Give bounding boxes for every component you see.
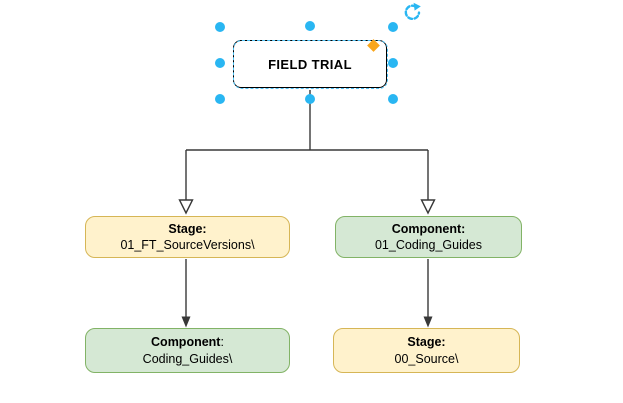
- node-subtitle: 01_Coding_Guides: [374, 238, 483, 252]
- resize-handle-top-right[interactable]: [388, 22, 398, 32]
- node-subtitle: 01_FT_SourceVersions\: [120, 238, 255, 252]
- resize-handle-bottom-left[interactable]: [215, 94, 225, 104]
- node-title: Stage:: [168, 221, 207, 236]
- node-component-01-coding-guides[interactable]: Component: 01_Coding_Guides: [335, 216, 522, 258]
- resize-handle-middle-left[interactable]: [215, 58, 225, 68]
- resize-handle-middle-right[interactable]: [388, 58, 398, 68]
- node-title: Component: [151, 335, 221, 349]
- node-field-trial-label: FIELD TRIAL: [268, 56, 352, 72]
- node-stage-01-ft-sourceversions[interactable]: Stage: 01_FT_SourceVersions\: [85, 216, 290, 258]
- open-arrowhead-left: [178, 199, 194, 215]
- filled-arrowhead-left: [181, 316, 191, 328]
- edge-component01-to-stage00[interactable]: [423, 259, 433, 328]
- node-field-trial[interactable]: FIELD TRIAL: [232, 39, 388, 89]
- open-arrowhead-right: [420, 199, 436, 215]
- node-title: Stage:: [407, 335, 446, 349]
- resize-handle-top-middle[interactable]: [305, 21, 315, 31]
- filled-arrowhead-right: [423, 316, 433, 328]
- resize-handle-top-left[interactable]: [215, 22, 225, 32]
- node-subtitle: Coding_Guides\: [142, 351, 233, 366]
- resize-handle-bottom-middle[interactable]: [305, 94, 315, 104]
- node-subtitle: 00_Source\: [394, 351, 459, 366]
- node-title-suffix: :: [220, 335, 224, 349]
- edge-root-branch[interactable]: [185, 90, 429, 200]
- edge-stage01-to-component[interactable]: [181, 259, 191, 328]
- node-component-coding-guides[interactable]: Component: Coding_Guides\: [85, 328, 290, 373]
- resize-handle-bottom-right[interactable]: [388, 94, 398, 104]
- rotate-clockwise-icon[interactable]: [401, 2, 423, 24]
- node-stage-00-source[interactable]: Stage: 00_Source\: [333, 328, 520, 373]
- node-title: Component:: [391, 221, 466, 236]
